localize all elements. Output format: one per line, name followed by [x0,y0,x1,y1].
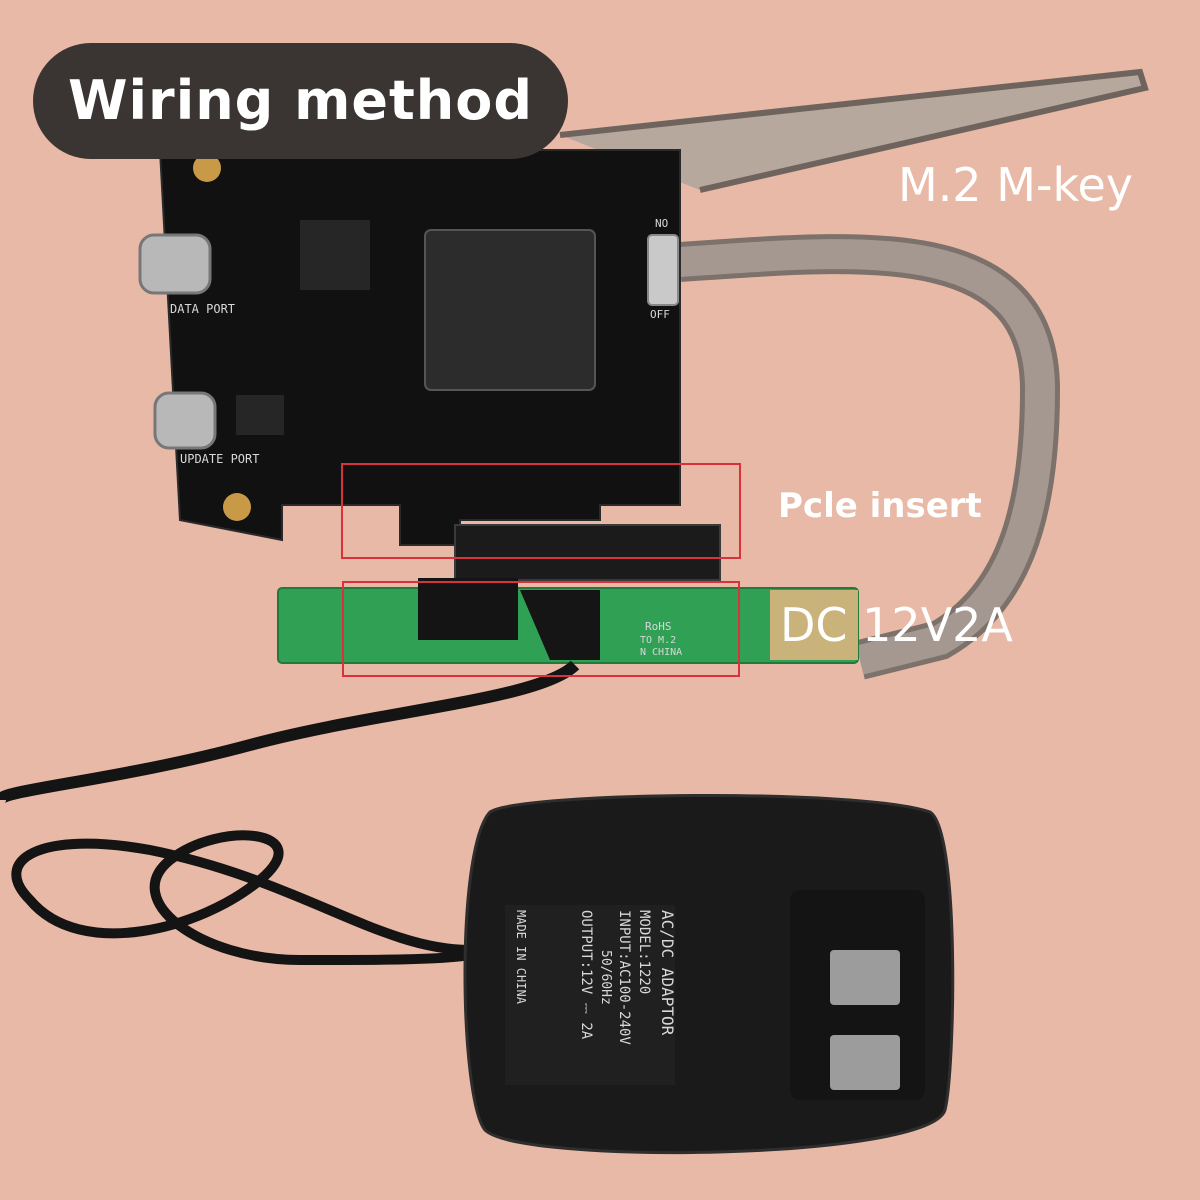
mount-hole-bottom-left [223,493,251,521]
adapter-model-text: MODEL:1220 [636,910,652,994]
adapter-type-text: AC/DC ADAPTOR [658,910,677,1036]
silk-origin: N CHINA [640,647,682,658]
adapter-madein-text: MADE IN CHINA [514,910,528,1005]
fpga-chip [424,229,596,391]
power-cable-coil [11,830,471,966]
dc-jack [418,578,518,640]
adapter-input-text: INPUT:AC100-240V [616,910,632,1045]
ribbon-cable-loop-edge [679,239,1056,675]
silk-data-port: DATA PORT [170,302,235,316]
silk-update-port: UPDATE PORT [180,452,259,466]
pcie-slot [454,524,721,581]
adapter-label-plate [505,905,675,1085]
ribbon-cable-top [559,68,1149,193]
m2-edge-connector [770,590,858,660]
pcie-highlight-box [341,463,741,559]
pcie-insert-label: Pcle insert [778,486,982,526]
usb-c-update-port [153,391,217,450]
silk-rohs: RoHS [645,620,672,633]
power-ic-chip [236,395,284,435]
silk-switch-off: OFF [650,308,670,321]
m2-key-label: M.2 M-key [898,158,1134,212]
dc-highlight-box [342,581,740,677]
adapter-prong-bottom [830,1035,900,1090]
adapter-output-text: OUTPUT:12V ⎓ 2A [578,910,594,1040]
adapter-prong-top [830,950,900,1005]
dc-plug [520,590,600,660]
power-switch [647,234,679,306]
title-pill: Wiring method [33,43,568,159]
power-cable [0,660,580,804]
mount-hole-top-left [193,154,221,182]
usb-controller-chip [300,220,370,290]
dc-power-label: DC 12V2A [780,598,1013,652]
silk-model-line: TO M.2 [640,635,676,646]
adapter-frequency-text: 50/60Hz [598,950,613,1005]
silk-switch-on: NO [655,217,668,230]
page-title: Wiring method [67,69,533,132]
usb-c-data-port [138,233,212,295]
